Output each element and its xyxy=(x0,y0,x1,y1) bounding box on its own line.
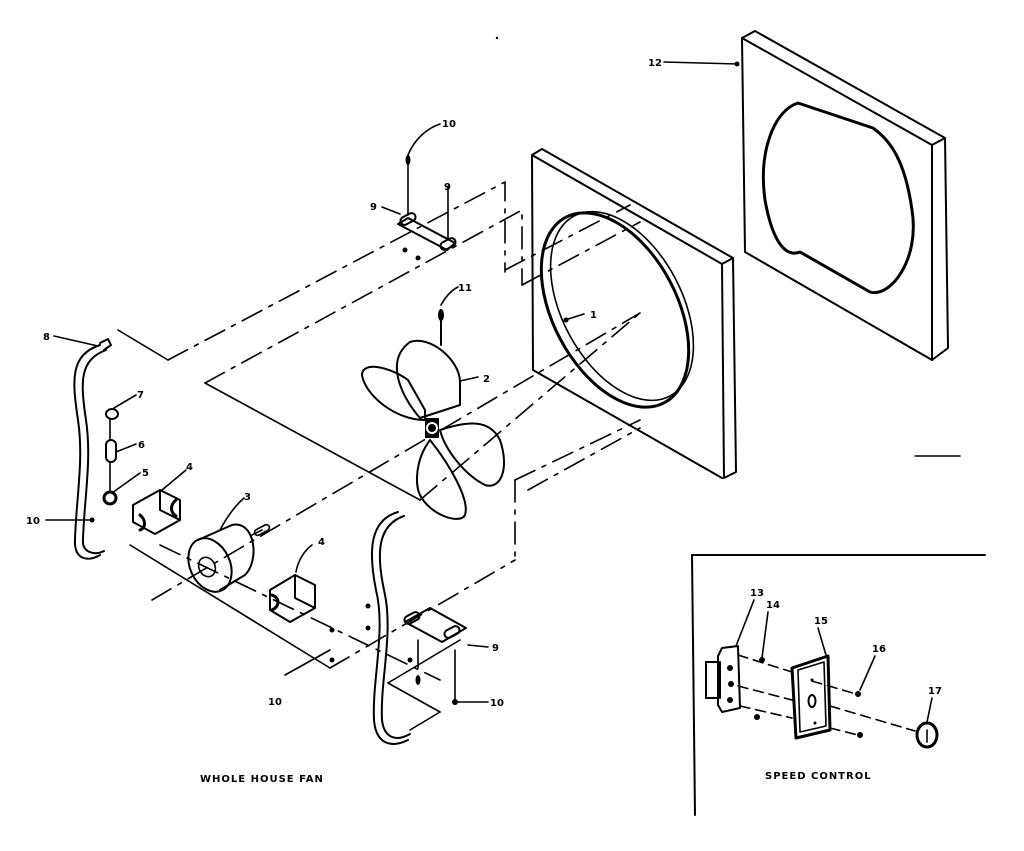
part-4-bracket-right xyxy=(269,574,316,623)
speed-control-inset: 13 14 15 16 17 SPEED CONTROL xyxy=(691,554,986,816)
callout-9-upper-left: 9 xyxy=(370,202,377,213)
part-17-knob xyxy=(915,721,939,749)
screws xyxy=(89,517,413,663)
part-7-nut xyxy=(105,408,119,420)
inset-leaders xyxy=(735,599,933,723)
callout-10-right: 10 xyxy=(490,698,504,709)
part-9-bracket-upper xyxy=(397,155,457,261)
callout-10-left: 10 xyxy=(26,516,40,527)
callout-15: 15 xyxy=(814,616,828,627)
callout-13: 13 xyxy=(750,588,764,599)
callout-3: 3 xyxy=(244,492,251,503)
inset-dashed-lines xyxy=(737,654,916,736)
callout-16: 16 xyxy=(872,644,886,655)
callout-4-right: 4 xyxy=(318,537,325,548)
callout-1: 1 xyxy=(590,310,597,321)
callout-17: 17 xyxy=(928,686,942,697)
leader-lines xyxy=(45,123,489,703)
part-5-washer xyxy=(102,490,118,506)
caption-speed-control: SPEED CONTROL xyxy=(765,771,872,782)
stray-marks xyxy=(495,36,961,457)
callout-10-bottom: 10 xyxy=(268,697,282,708)
callout-9-upper-right: 9 xyxy=(444,182,451,193)
part-3-motor xyxy=(187,523,271,593)
callout-14: 14 xyxy=(766,600,780,611)
part-2-fan-blade xyxy=(361,339,505,520)
callout-12: 12 xyxy=(648,58,662,69)
callout-6: 6 xyxy=(138,440,145,451)
callout-10-top: 10 xyxy=(442,119,456,130)
part-4-bracket-left xyxy=(132,489,181,535)
callout-11: 11 xyxy=(458,283,472,294)
part-11-set-screw xyxy=(438,309,444,321)
callout-9-lower: 9 xyxy=(492,643,499,654)
callout-7: 7 xyxy=(137,390,144,401)
part-1-mounting-panel xyxy=(531,148,737,479)
assembly-lines xyxy=(117,181,641,731)
callout-2: 2 xyxy=(483,374,490,385)
part-9-bracket-lower xyxy=(403,607,467,705)
caption-whole-house-fan: WHOLE HOUSE FAN xyxy=(200,774,324,785)
part-15-wall-plate xyxy=(790,654,832,740)
callout-5: 5 xyxy=(142,468,149,479)
part-13-switch xyxy=(705,645,741,713)
part-8-rod-lower xyxy=(370,511,411,745)
callouts: 1 2 3 4 4 5 6 7 8 9 9 9 10 10 10 10 11 1… xyxy=(26,58,662,709)
callout-8: 8 xyxy=(43,332,50,343)
part-8-rod xyxy=(73,338,112,560)
callout-4-left: 4 xyxy=(186,462,193,473)
part-6-capacitor xyxy=(105,439,117,463)
part-12-panel xyxy=(663,30,949,361)
part-14-16-screws xyxy=(754,657,863,738)
